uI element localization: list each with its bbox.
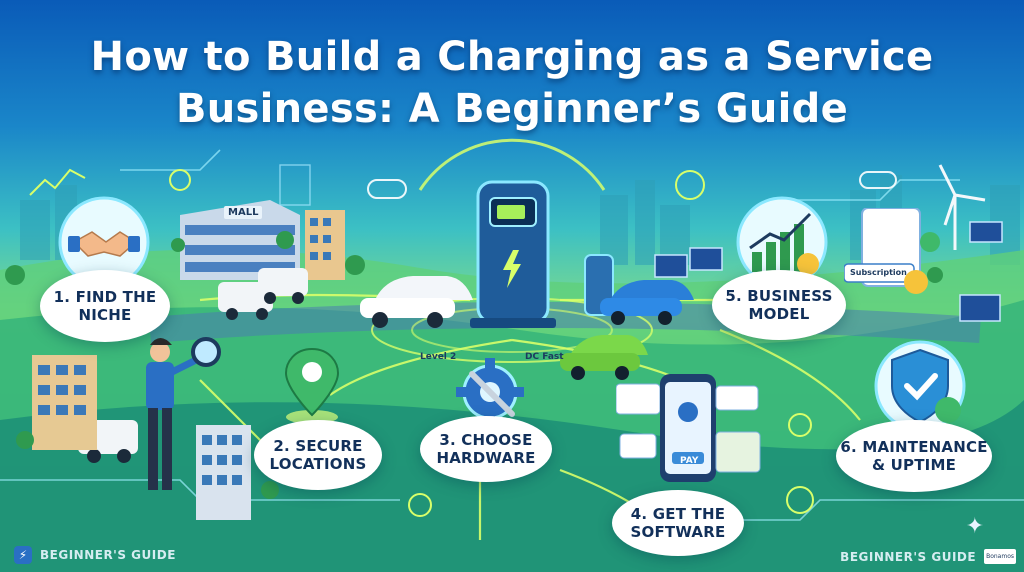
step-4-label: 4. GET THE SOFTWARE <box>630 505 726 541</box>
growth-chart-icon <box>734 196 830 288</box>
step-3-bubble: 3. CHOOSE HARDWARE <box>420 416 552 482</box>
step-4-bubble: 4. GET THE SOFTWARE <box>612 490 744 556</box>
footer-right-text: BEGINNER'S GUIDE <box>840 549 977 564</box>
brand-badge: Bonamos <box>984 549 1016 564</box>
subscription-card-icon <box>843 207 940 298</box>
footer-right: BEGINNER'S GUIDE Bonamos <box>840 549 1016 564</box>
phone-app-icon <box>615 372 766 484</box>
step-5-label: 5. BUSINESS MODEL <box>725 287 833 323</box>
shield-check-icon <box>870 340 970 432</box>
subscription-label: Subscription <box>850 268 907 277</box>
step-1-label: 1. FIND THE NICHE <box>53 288 157 324</box>
level2-label: Level 2 <box>420 352 457 362</box>
mall-sign: MALL <box>224 206 263 219</box>
step-1-bubble: 1. FIND THE NICHE <box>40 270 170 342</box>
pay-label: PAY <box>680 456 699 466</box>
lightning-logo-icon: ⚡ <box>14 546 32 564</box>
step-2-bubble: 2. SECURE LOCATIONS <box>254 420 382 490</box>
step-2-label: 2. SECURE LOCATIONS <box>269 437 367 473</box>
footer-left: ⚡ BEGINNER'S GUIDE <box>14 546 176 564</box>
dc-fast-label: DC Fast <box>525 352 564 362</box>
step-5-bubble: 5. BUSINESS MODEL <box>712 270 846 340</box>
step-3-label: 3. CHOOSE HARDWARE <box>436 431 536 467</box>
sparkle-icon: ✦ <box>965 514 984 539</box>
step-6-bubble: 6. MAINTENANCE & UPTIME <box>836 420 992 492</box>
location-pin-icon <box>282 345 342 425</box>
handshake-icon <box>58 196 150 288</box>
step-6-label: 6. MAINTENANCE & UPTIME <box>840 438 988 474</box>
footer-left-text: BEGINNER'S GUIDE <box>40 548 176 562</box>
page-title-line1: How to Build a Charging as a Service <box>90 34 934 80</box>
page-title-line2: Business: A Beginner’s Guide <box>175 86 849 132</box>
